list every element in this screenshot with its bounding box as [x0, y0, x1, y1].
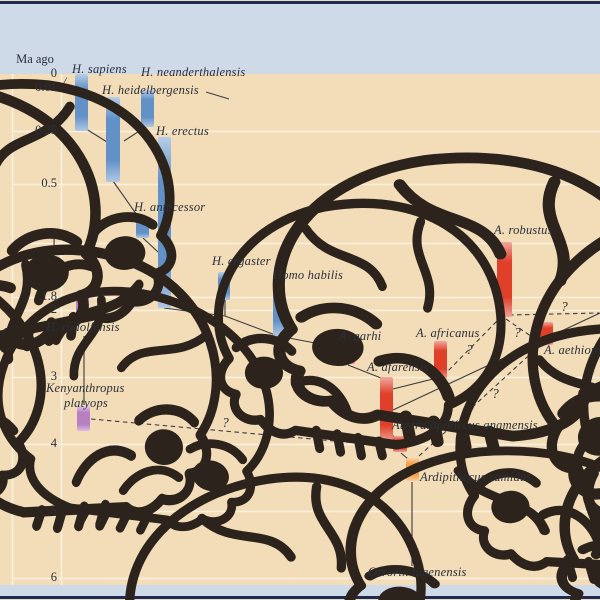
question-mark-4: ?: [561, 299, 568, 314]
axis-title: Ma ago: [16, 52, 54, 66]
question-mark-1: ?: [222, 415, 229, 430]
species-label-h_neanderthalensis: H. neanderthalensis: [141, 65, 246, 79]
tick-label-1: 1: [50, 235, 57, 250]
species-label-a_garhi: A. garhi: [339, 329, 382, 343]
species-label-h_erectus: H. erectus: [156, 124, 209, 138]
species-label-kenyanthropus_platyops: Kenyanthropus: [46, 381, 125, 395]
tick-label-3: 3: [50, 369, 57, 384]
question-mark-5: ?: [492, 386, 499, 401]
species-label-h_heidelbergensis: H. heidelbergensis: [102, 83, 199, 97]
species-label-h_antecessor: H. antecessor: [134, 200, 206, 214]
species-label-a_afarensis: A. afarensis: [367, 360, 429, 374]
tick-label-5: 5: [50, 503, 57, 518]
species-label-ardipithecus_ramidus: Ardipithecus ramidus: [420, 470, 532, 484]
tick-label-1_8: 1.8: [41, 288, 57, 303]
species-label-homo_habilis: Homo habilis: [273, 268, 344, 282]
species-label-a_robustus: A. robustus: [494, 223, 553, 237]
question-mark-2: ?: [466, 342, 473, 357]
tick-label-0_25: 0.25: [35, 123, 57, 138]
tick-label-6: 6: [50, 570, 57, 585]
species-label-australopithecus_anamensis: Australopithecus anamensis: [392, 418, 538, 432]
tick-label-2: 2: [50, 302, 57, 317]
tick-label-0_01: 0.01: [35, 80, 57, 95]
species-label-a_africanus: A. africanus: [416, 326, 480, 340]
species-label-a_aethiopicus: A. aethiopicus: [544, 343, 600, 357]
species-label2-kenyanthropus_platyops: platyops: [64, 396, 108, 410]
top-border: [0, 1, 600, 4]
tick-label-0_5: 0.5: [41, 176, 57, 191]
species-label-orrorin_tugenensis: Orrorin tugenensis: [368, 565, 467, 579]
species-label-h_ergaster: H. ergaster: [212, 254, 271, 268]
species-label-h_sapiens: H. sapiens: [72, 62, 127, 76]
tick-label-0: 0: [50, 66, 57, 81]
top-band: [0, 1, 600, 74]
question-mark-3: ?: [514, 325, 521, 340]
tick-label-4: 4: [50, 436, 57, 451]
species-label-h_rudolfensis: H. rudolfensis: [46, 320, 120, 334]
cropped-text-fragment: e: [0, 88, 3, 104]
